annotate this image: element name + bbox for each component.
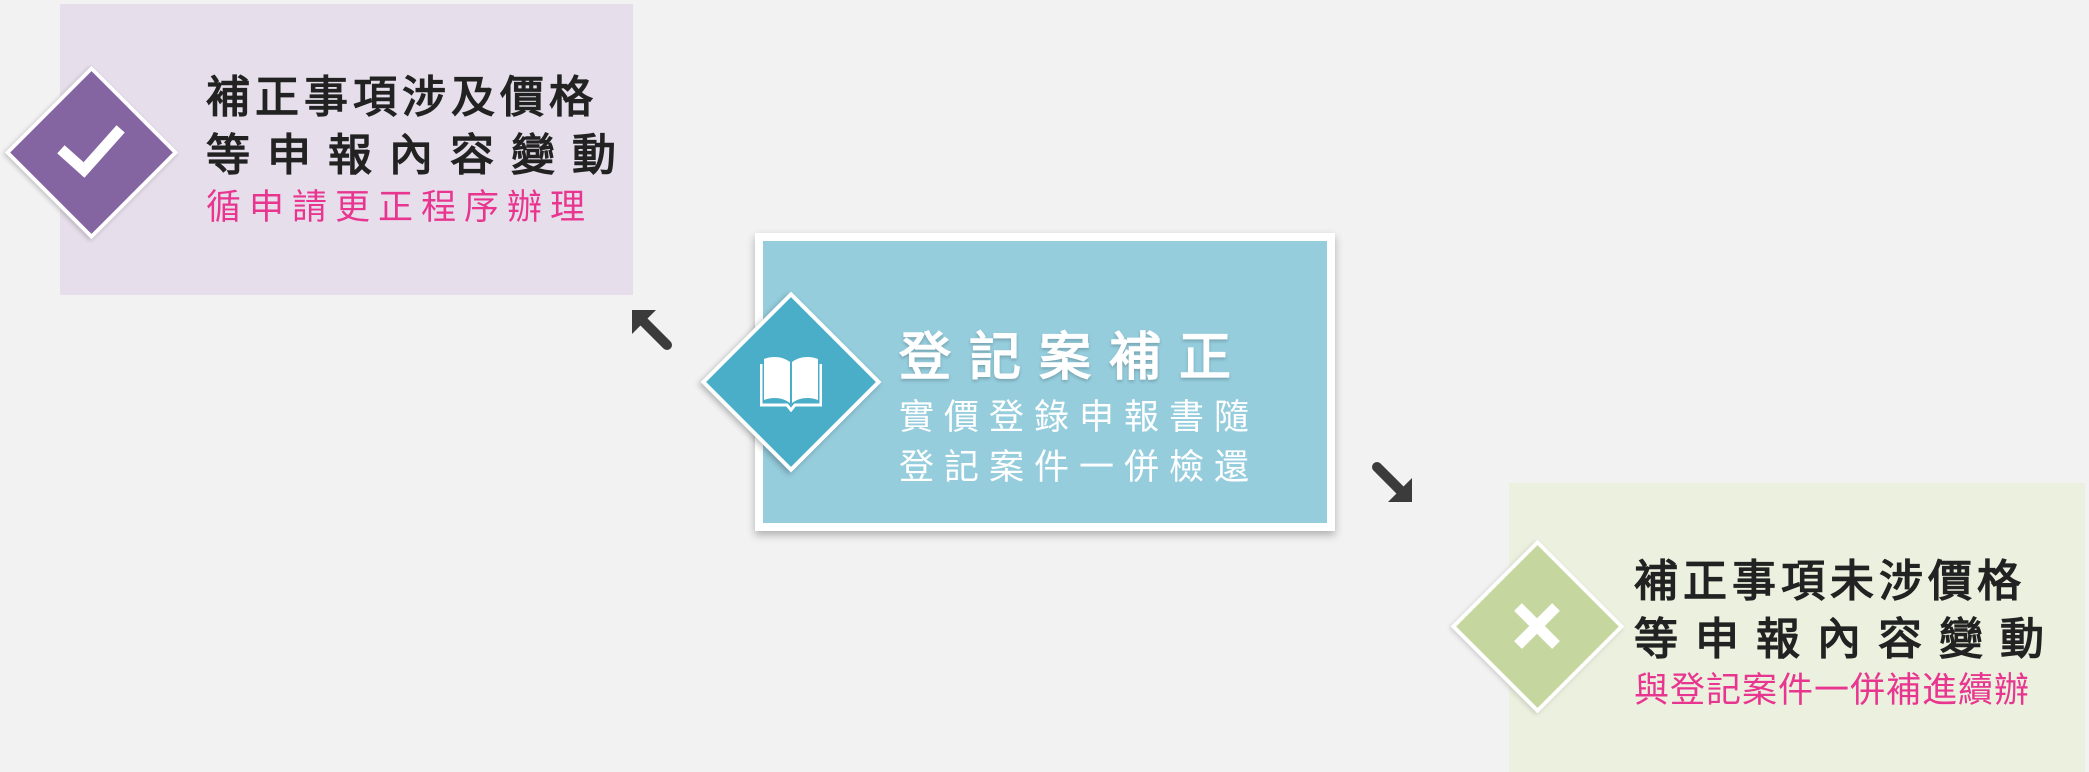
top-left-note: 循申請更正程序辦理	[206, 188, 594, 228]
arrow-up-left-icon	[632, 310, 672, 350]
checkmark-icon	[57, 125, 125, 178]
center-subtitle-line1: 實價登錄申報書隨	[899, 398, 1260, 438]
top-left-heading-line1: 補正事項涉及價格	[206, 72, 598, 123]
bottom-right-heading-line1: 補正事項未涉價格	[1634, 556, 2026, 607]
center-subtitle-line2: 登記案件一併檢還	[899, 448, 1260, 488]
center-title: 登記案補正	[899, 328, 1250, 388]
top-left-heading-line2: 等申報內容變動	[206, 130, 633, 181]
bottom-right-note: 與登記案件一併補進續辦	[1634, 671, 2031, 711]
bottom-right-heading-line2: 等申報內容變動	[1634, 614, 2061, 665]
arrow-down-right-icon	[1372, 462, 1412, 502]
book-icon	[760, 357, 822, 412]
x-mark-icon	[1514, 603, 1560, 649]
